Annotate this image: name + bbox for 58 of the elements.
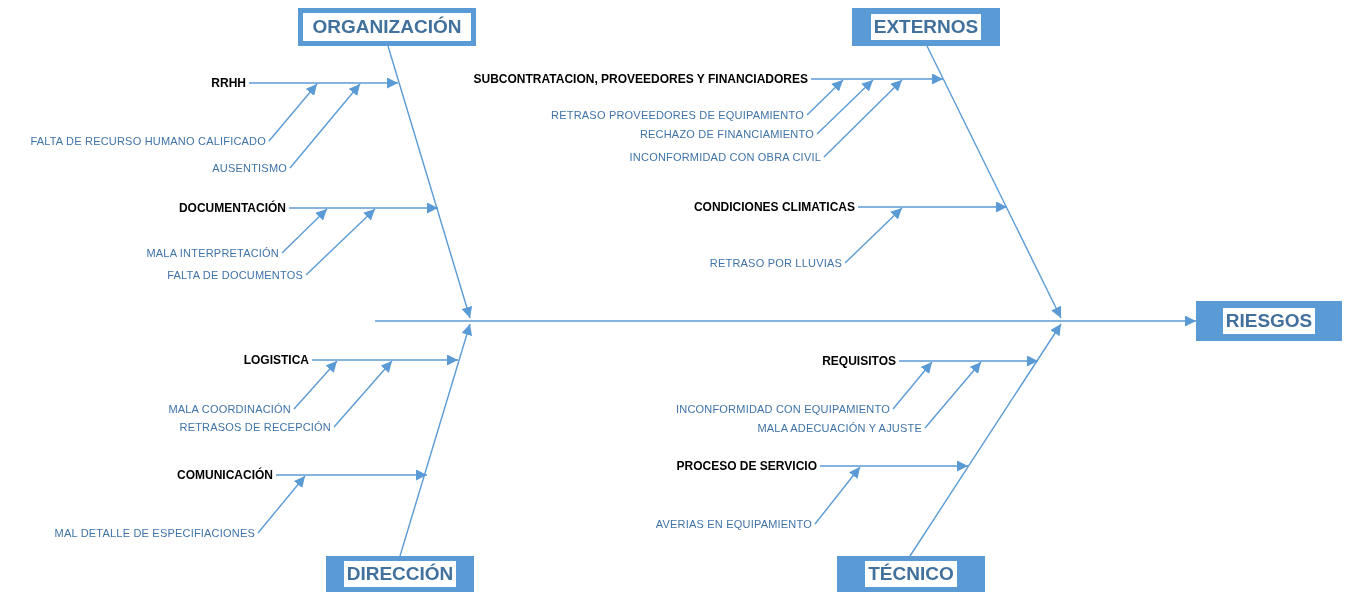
arrow bbox=[387, 45, 473, 319]
arrow bbox=[909, 323, 1062, 557]
category-label: RIESGOS bbox=[1222, 307, 1316, 335]
arrow bbox=[816, 79, 874, 135]
arrow bbox=[305, 208, 376, 276]
arrow bbox=[810, 73, 944, 85]
arrow bbox=[257, 475, 306, 534]
sub-cause-label: RETRASO PROVEEDORES DE EQUIPAMIENTO bbox=[551, 109, 804, 121]
sub-cause-label: MAL DETALLE DE ESPECIFIACIONES bbox=[54, 527, 255, 539]
effect-box bbox=[1196, 301, 1342, 341]
sub-cause-label: MALA COORDINACIÓN bbox=[168, 403, 291, 415]
arrow bbox=[844, 207, 903, 264]
cause-label: COMUNICACIÓN bbox=[177, 468, 273, 482]
arrow bbox=[288, 202, 439, 214]
category-box bbox=[326, 556, 474, 592]
sub-cause-label: FALTA DE DOCUMENTOS bbox=[167, 269, 303, 281]
arrow bbox=[857, 201, 1008, 213]
category-label: TÉCNICO bbox=[865, 560, 957, 588]
sub-cause-label: INCONFORMIDAD CON EQUIPAMIENTO bbox=[676, 403, 890, 415]
sub-cause-label: RETRASO POR LLUVIAS bbox=[709, 257, 842, 269]
arrow bbox=[293, 360, 338, 410]
sub-cause-label: MALA INTERPRETACIÓN bbox=[146, 247, 279, 259]
arrow bbox=[268, 83, 318, 142]
category-box bbox=[837, 556, 985, 592]
cause-label: SUBCONTRATACION, PROVEEDORES Y FINANCIADORES bbox=[473, 72, 808, 86]
sub-cause-label: AVERIAS EN EQUIPAMIENTO bbox=[655, 518, 812, 530]
sub-cause-label: AUSENTISMO bbox=[212, 162, 287, 174]
sub-cause-label: FALTA DE RECURSO HUMANO CALIFICADO bbox=[30, 135, 266, 147]
cause-label: RRHH bbox=[211, 76, 246, 90]
category-label: EXTERNOS bbox=[870, 13, 982, 41]
sub-cause-label: INCONFORMIDAD CON OBRA CIVIL bbox=[629, 151, 821, 163]
arrow bbox=[806, 79, 844, 116]
arrow bbox=[248, 77, 399, 89]
sub-cause-label: MALA ADECUACIÓN Y AJUSTE bbox=[757, 422, 922, 434]
category-label: ORGANIZACIÓN bbox=[303, 13, 471, 41]
arrow bbox=[924, 361, 982, 429]
cause-label: PROCESO DE SERVICIO bbox=[676, 459, 817, 473]
sub-cause-label: RETRASOS DE RECEPCIÓN bbox=[179, 421, 331, 433]
arrow bbox=[892, 361, 933, 410]
arrow bbox=[926, 45, 1062, 319]
arrow bbox=[823, 79, 903, 158]
arrow bbox=[898, 355, 1039, 367]
arrow bbox=[333, 360, 393, 428]
arrow bbox=[819, 460, 969, 472]
arrow bbox=[281, 208, 328, 254]
arrow bbox=[399, 323, 473, 557]
category-box bbox=[852, 8, 1000, 46]
cause-label: CONDICIONES CLIMATICAS bbox=[693, 200, 855, 214]
arrow bbox=[374, 315, 1197, 327]
category-label: DIRECCIÓN bbox=[343, 560, 457, 588]
sub-cause-label: RECHAZO DE FINANCIAMIENTO bbox=[639, 128, 814, 140]
arrow bbox=[814, 466, 861, 525]
arrow bbox=[311, 354, 459, 366]
cause-label: REQUISITOS bbox=[822, 354, 896, 368]
cause-label: DOCUMENTACIÓN bbox=[178, 201, 286, 215]
arrow bbox=[289, 83, 361, 169]
arrow bbox=[275, 469, 428, 481]
cause-label: LOGISTICA bbox=[243, 353, 309, 367]
